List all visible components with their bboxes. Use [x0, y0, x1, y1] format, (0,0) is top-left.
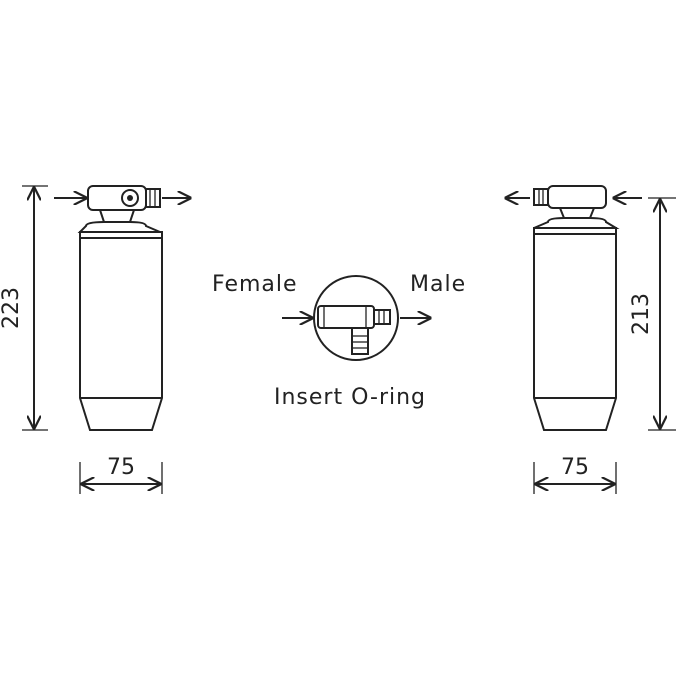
female-label: Female — [212, 272, 298, 297]
left-height-dimension: 223 — [0, 185, 48, 431]
right-width-label: 75 — [561, 455, 589, 480]
left-port-circle — [121, 189, 139, 207]
male-label: Male — [410, 272, 466, 297]
right-drier — [506, 185, 642, 431]
right-cylinder — [533, 227, 617, 431]
left-width-label: 75 — [107, 455, 135, 480]
connector-detail-circle — [313, 275, 399, 361]
insert-oring-label: Insert O-ring — [274, 385, 426, 410]
connector-male-nipple — [373, 309, 391, 325]
left-port-center — [127, 195, 133, 201]
connector-detail: Female Male Insert O-ring — [212, 272, 466, 410]
right-height-dimension: 213 — [629, 197, 676, 431]
right-side-fitting — [533, 188, 549, 206]
left-side-fitting — [145, 188, 161, 208]
right-neck — [558, 207, 596, 219]
left-drier — [54, 185, 190, 431]
left-neck — [98, 209, 136, 223]
right-width-dimension: 75 — [533, 455, 617, 494]
right-shoulder — [533, 217, 620, 229]
left-height-label: 223 — [0, 287, 24, 329]
left-shoulder — [77, 221, 161, 233]
right-height-label: 213 — [629, 293, 654, 335]
left-width-dimension: 75 — [79, 455, 163, 494]
right-head-block — [547, 185, 607, 209]
connector-down-pipe — [351, 327, 369, 355]
left-cylinder — [79, 231, 163, 431]
